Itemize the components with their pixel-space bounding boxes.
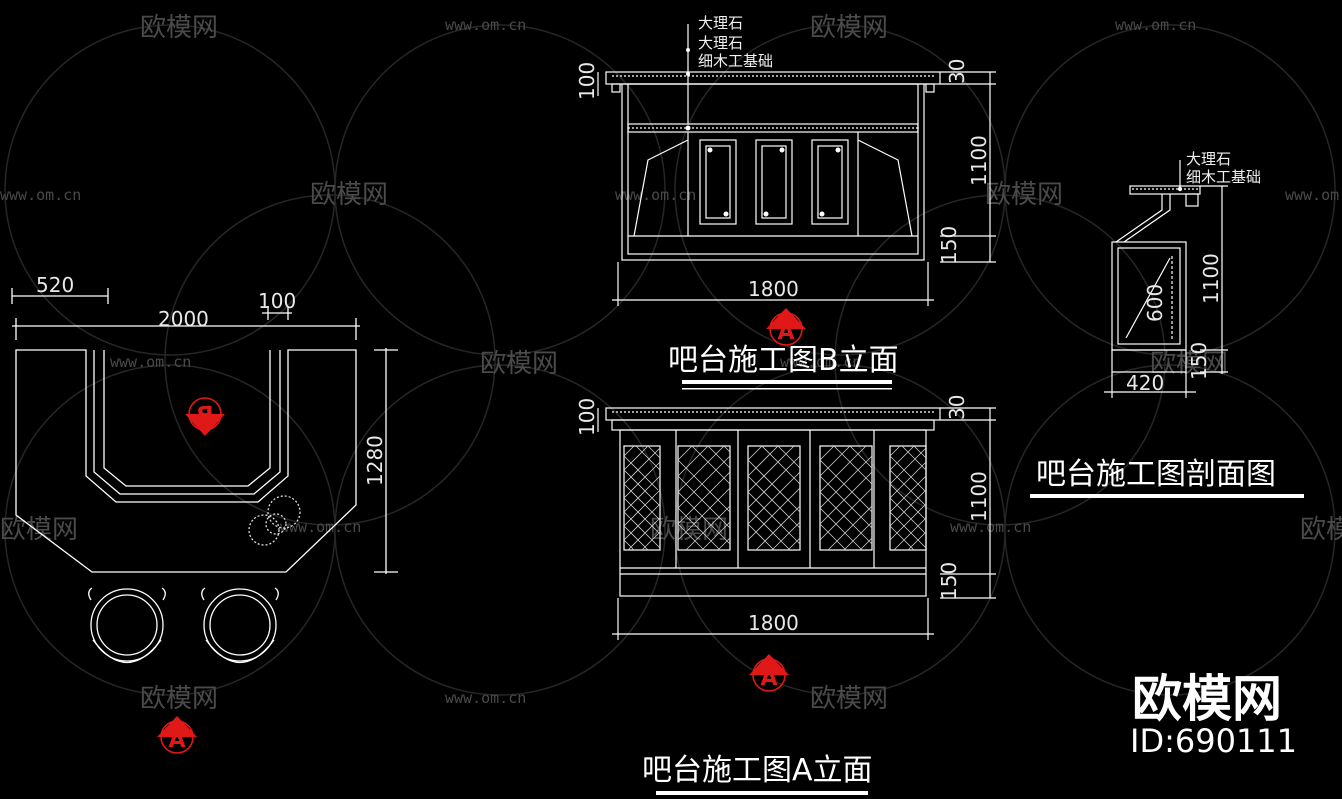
plan-dim-top-right: 100 — [258, 289, 296, 313]
watermark-brand: 欧模网 — [480, 349, 558, 379]
elevation-a-title: 吧台施工图A立面 — [642, 753, 873, 788]
elevation-b-dim-height: 1100 — [967, 135, 991, 186]
plan-dim-top-left: 520 — [36, 273, 74, 297]
watermark-brand: 欧模网 — [140, 13, 218, 43]
elevation-b-dim-base: 150 — [937, 226, 961, 264]
elevation-b-dots — [685, 48, 841, 217]
section-view — [1104, 160, 1228, 398]
elevation-b-note-marble-1: 大理石 — [698, 14, 743, 32]
watermark-layer — [4, 24, 1336, 696]
watermark-brand: 欧模网 — [310, 180, 388, 210]
watermark-url: www.om.cn — [780, 353, 861, 371]
watermark-brand: 欧模网 — [1150, 349, 1228, 379]
watermark-texts: 欧模网 www.om.cn 欧模网 www.om.cn www.om.cn 欧模… — [0, 13, 1342, 714]
watermark-url: www.om.cn — [445, 16, 526, 34]
plan-dim-depth: 1280 — [363, 435, 387, 486]
elevation-b-title-underline-thin — [682, 388, 892, 390]
elevation-a-dim-height: 1100 — [967, 471, 991, 522]
elevation-b-title: 吧台施工图B立面 — [668, 343, 899, 378]
view-marker-letter: A — [760, 666, 777, 691]
watermark-url: www.om.cn — [950, 518, 1031, 536]
brand-logo-text: 欧模网 — [1132, 670, 1282, 728]
section-title-underline — [1030, 494, 1304, 498]
elevation-a-dim-top-right: 30 — [945, 395, 969, 420]
section-note-wood-base: 细木工基础 — [1186, 168, 1261, 186]
watermark-url: www.om.cn — [1285, 186, 1342, 204]
watermark-url: www.om.cn — [445, 689, 526, 707]
elevation-b-note-marble-2: 大理石 — [698, 34, 743, 52]
elevation-a-title-underline — [656, 791, 868, 795]
watermark-brand: 欧模网 — [810, 13, 888, 43]
elevation-a-dim-top: 100 — [575, 398, 599, 436]
elevation-b — [597, 24, 996, 306]
watermark-url: www.om.cn — [0, 186, 81, 204]
watermark-url: www.om.cn — [615, 186, 696, 204]
watermark-brand: 欧模网 — [650, 515, 728, 545]
watermark-brand: 欧模网 — [810, 684, 888, 714]
plan-dim-overall-width: 2000 — [158, 307, 209, 331]
section-dim-height: 1100 — [1199, 253, 1223, 304]
section-title: 吧台施工图剖面图 — [1036, 457, 1276, 492]
section-leader-dot — [1177, 186, 1183, 192]
section-dim-base: 150 — [1187, 342, 1211, 380]
section-dim-inner: 600 — [1143, 284, 1167, 322]
watermark-url: www.om.cn — [280, 518, 361, 536]
watermark-brand: 欧模网 — [1300, 515, 1342, 545]
elevation-a-lattice — [623, 445, 927, 551]
elevation-a — [597, 407, 996, 640]
elevation-a-dim-width: 1800 — [748, 611, 799, 635]
watermark-brand: 欧模网 — [0, 515, 78, 545]
watermark-url: www.om.cn — [110, 353, 191, 371]
section-note-marble: 大理石 — [1186, 150, 1231, 168]
brand-id-text: ID:690111 — [1130, 722, 1297, 760]
elevation-b-dim-width: 1800 — [748, 277, 799, 301]
view-marker-letter: A — [777, 320, 794, 345]
section-marker-letter: B — [197, 400, 214, 425]
view-marker-letter: A — [168, 728, 185, 753]
watermark-brand: 欧模网 — [985, 180, 1063, 210]
elevation-b-dim-top-right: 30 — [945, 59, 969, 84]
elevation-b-dim-top: 100 — [575, 62, 599, 100]
elevation-b-view-marker: A — [766, 308, 806, 346]
elevation-a-dim-base: 150 — [937, 562, 961, 600]
plan-section-marker-b: B — [185, 397, 225, 436]
elevation-b-title-underline — [682, 380, 892, 384]
plan-view-marker-a: A — [157, 716, 197, 754]
section-dim-width: 420 — [1126, 371, 1164, 395]
elevation-b-note-wood-base: 细木工基础 — [698, 52, 773, 70]
elevation-a-view-marker: A — [749, 654, 789, 692]
watermark-brand: 欧模网 — [140, 684, 218, 714]
plan-view — [11, 288, 398, 664]
watermark-url: www.om.cn — [1115, 16, 1196, 34]
